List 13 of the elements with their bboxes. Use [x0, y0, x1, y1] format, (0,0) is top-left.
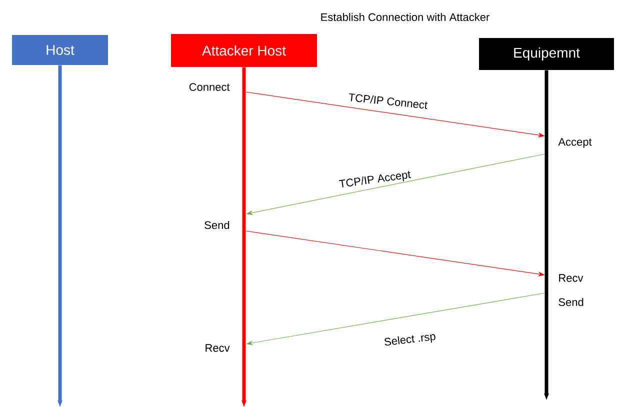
event-label: Accept [558, 138, 592, 148]
event-label: Send [558, 298, 584, 306]
edge-label: Select .rsp [384, 334, 436, 346]
lifeline-header: Equipemnt [479, 38, 614, 70]
edge-label: TCP/IP Accept [338, 170, 412, 188]
event-label: Send [204, 220, 230, 230]
event-label: Recv [559, 274, 584, 282]
event-label: Connect [189, 83, 230, 91]
event-label: Recv [206, 344, 230, 352]
lifeline-header: Host [12, 35, 108, 65]
lifeline-header: Attacker Host [171, 34, 317, 67]
diagram-title: Establish Connection with Attacker [321, 12, 490, 22]
edge-label: TCP/IP Connect [349, 93, 428, 109]
